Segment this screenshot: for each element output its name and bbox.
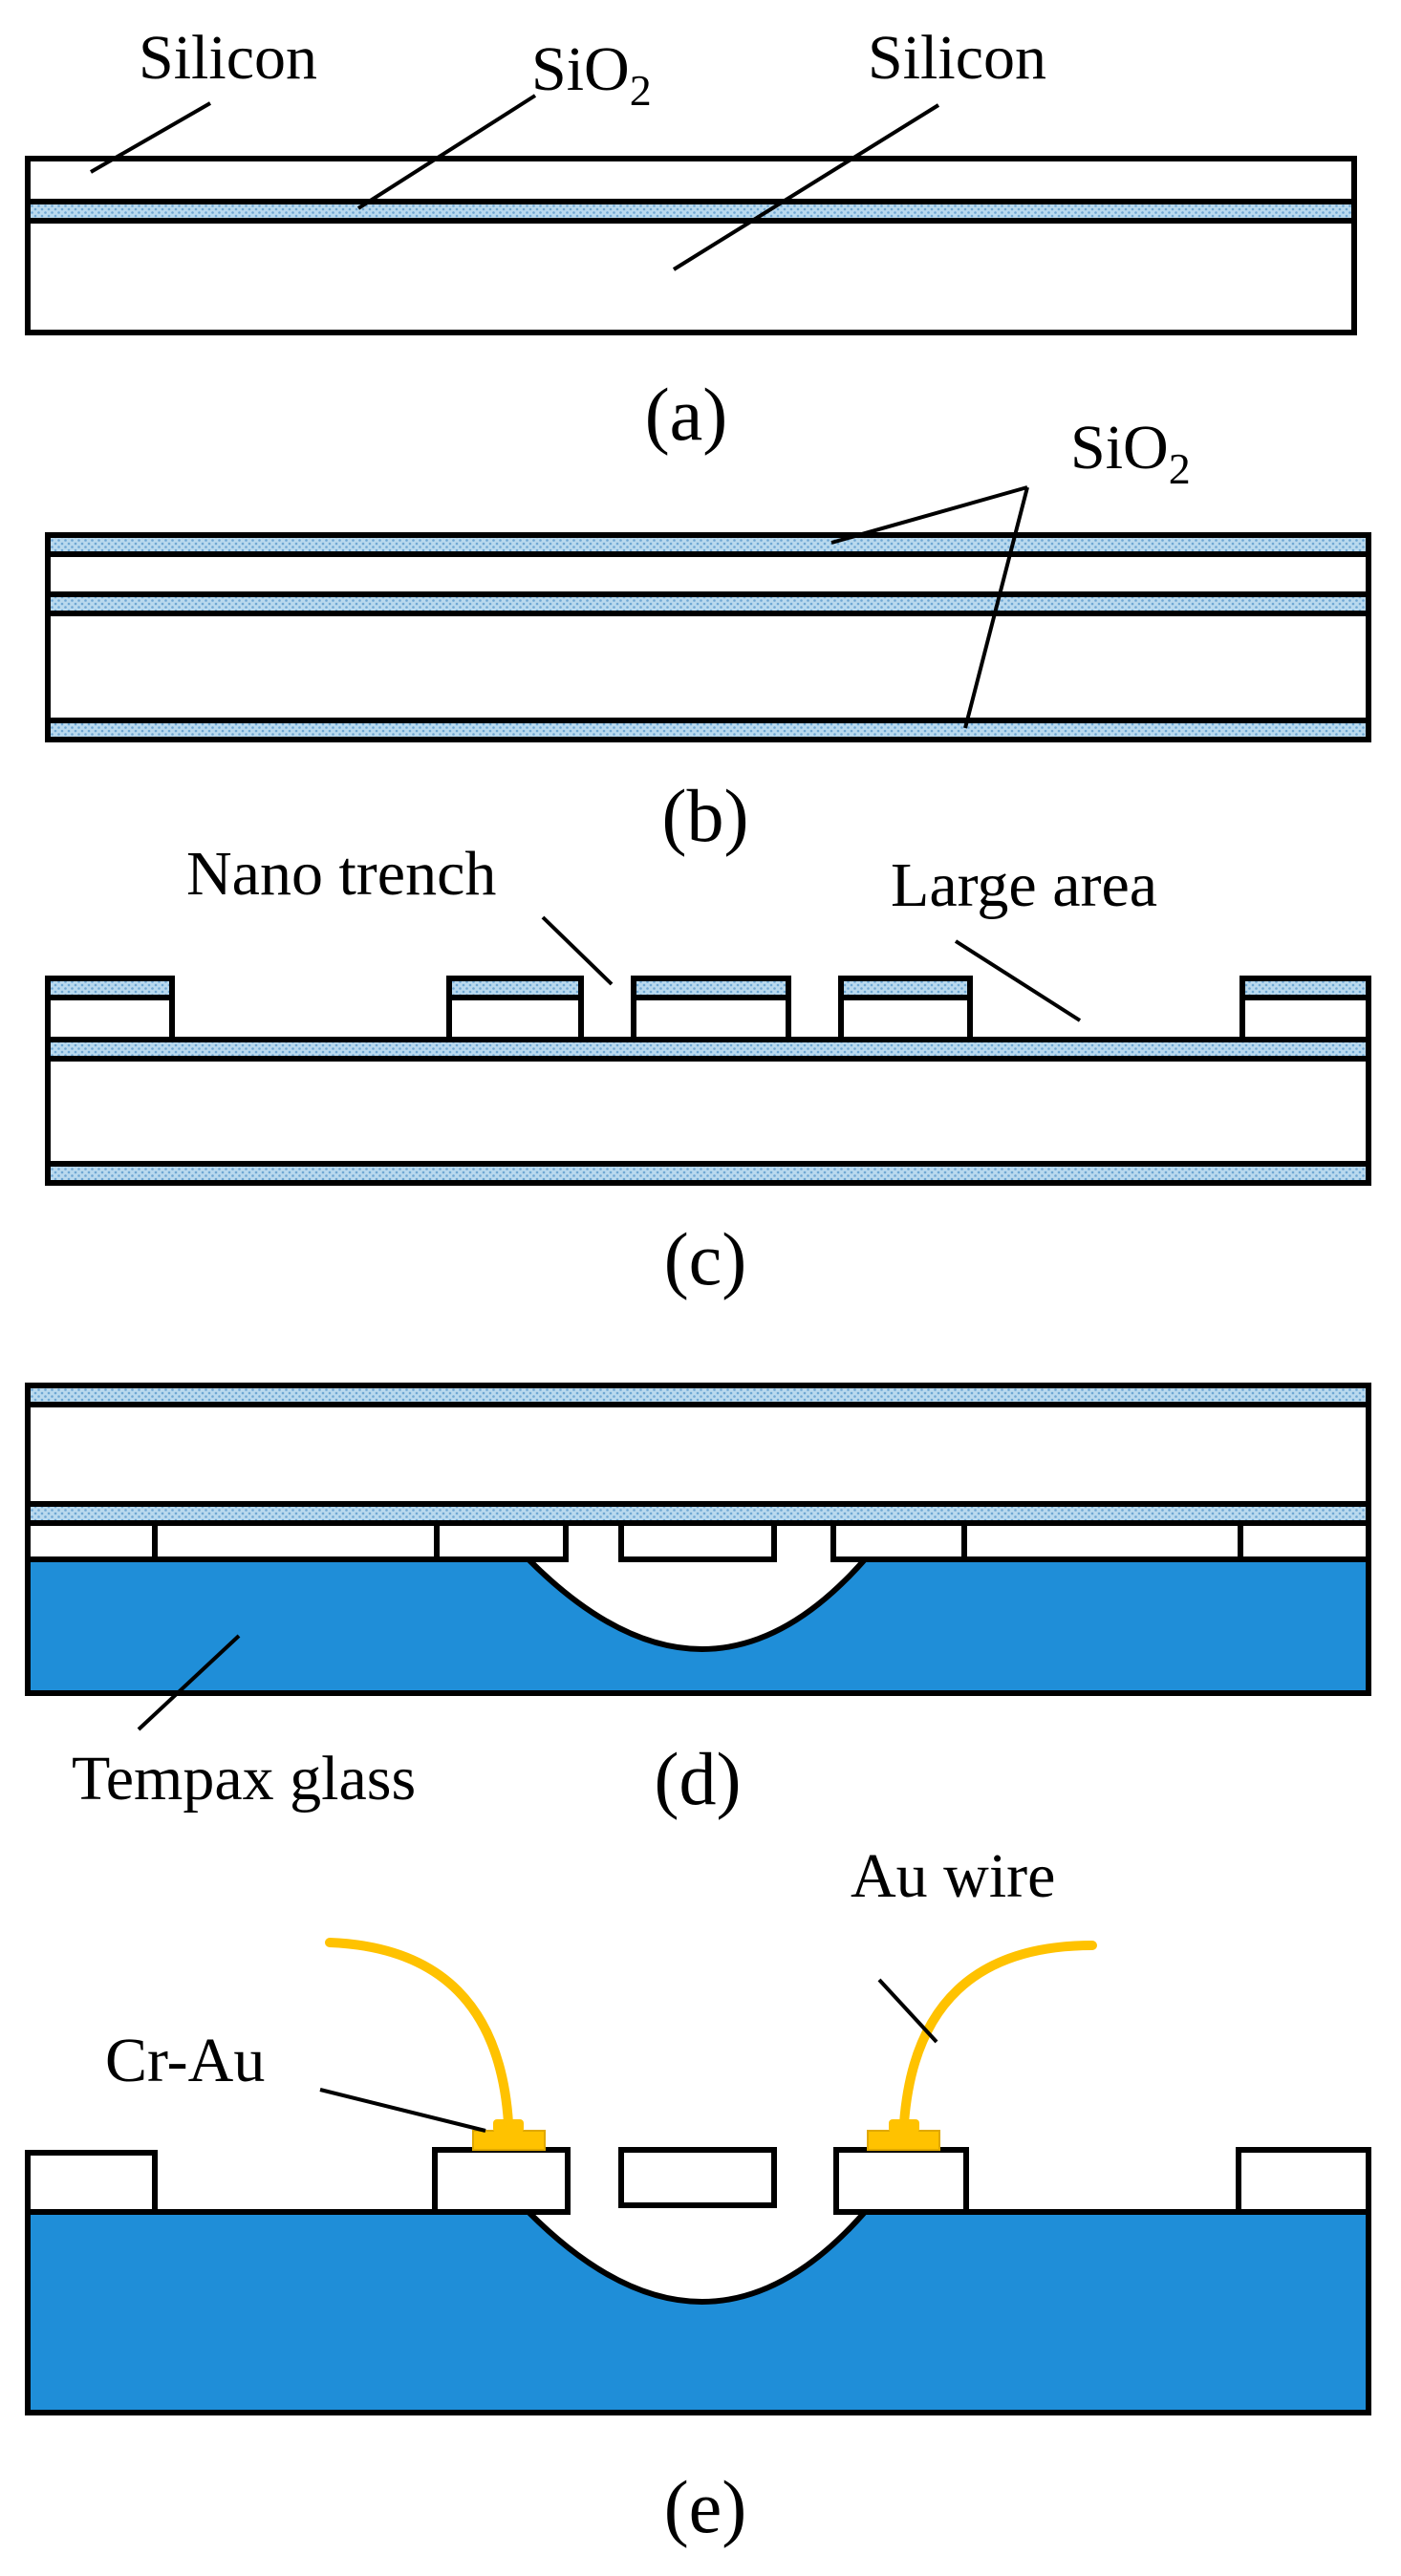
bottom-oxide-c [45, 1161, 1371, 1186]
caption-c: (c) [664, 1217, 747, 1300]
leader-cr-au [319, 2088, 486, 2133]
caption-a: (a) [645, 373, 728, 456]
leader-sio2-b-top [830, 485, 1028, 545]
label-tempax-glass: Tempax glass [72, 1744, 416, 1814]
leader-silicon-top-a [90, 101, 211, 174]
leader-tempax-glass [137, 1634, 241, 1731]
label-large-area: Large area [891, 850, 1157, 920]
panel-c: Nano trench Large area (c) [45, 839, 1371, 1300]
handle-silicon-d [25, 1402, 1371, 1507]
island-silicon-4 [838, 995, 973, 1042]
cr-au-pad-left [472, 2130, 546, 2151]
device-segment-d4 [618, 1520, 777, 1562]
label-silicon-bottom: Silicon [868, 23, 1046, 93]
tempax-glass-d [25, 1556, 1371, 1696]
caption-d: (d) [655, 1737, 742, 1820]
handle-silicon-c [45, 1056, 1371, 1167]
device-island-e5 [1236, 2147, 1371, 2215]
top-oxide-d [25, 1383, 1371, 1407]
label-sio2-b: SiO2 [1070, 413, 1191, 493]
caption-e: (e) [664, 2465, 747, 2548]
cr-au-pad-right [867, 2130, 940, 2151]
top-silicon-layer-a [25, 156, 1357, 204]
label-nano-trench: Nano trench [186, 839, 496, 909]
leader-silicon-bottom-a [672, 103, 940, 271]
device-segment-d6 [961, 1520, 1243, 1562]
bottom-silicon-layer-a [25, 218, 1357, 335]
panel-e: Au wire Cr-Au (e) [25, 1841, 1371, 2548]
label-sio2-a: SiO2 [531, 34, 652, 115]
top-silicon-b [45, 551, 1371, 597]
panel-d: Tempax glass (d) [25, 1383, 1371, 1820]
island-silicon-5 [1239, 995, 1371, 1042]
leader-sio2-b-bottom [963, 486, 1029, 729]
label-cr-au: Cr-Au [105, 2026, 265, 2095]
caption-b: (b) [662, 774, 749, 857]
leader-nano-trench [541, 915, 614, 986]
device-island-e2 [432, 2147, 571, 2215]
au-wire-left [325, 1938, 513, 2128]
device-island-e1 [25, 2150, 158, 2215]
device-segment-d2 [152, 1520, 440, 1562]
bottom-oxide-b [45, 718, 1371, 742]
tempax-glass-e [25, 2209, 1371, 2415]
leader-sio2-a [356, 94, 537, 210]
label-silicon-top: Silicon [139, 23, 317, 93]
bottom-silicon-b [45, 611, 1371, 723]
device-island-e3 [618, 2147, 777, 2208]
device-segment-d3 [434, 1520, 569, 1562]
panel-b: SiO2 (b) [45, 413, 1371, 857]
device-island-e4 [833, 2147, 969, 2215]
island-silicon-2 [446, 995, 584, 1042]
au-wire-right [899, 1941, 1097, 2128]
device-segment-d1 [25, 1520, 158, 1562]
leader-au-wire [877, 1978, 938, 2044]
island-silicon-1 [45, 995, 175, 1042]
device-segment-d5 [830, 1520, 967, 1562]
label-au-wire: Au wire [851, 1841, 1055, 1911]
device-segment-d7 [1238, 1520, 1371, 1562]
leader-large-area [954, 939, 1082, 1022]
panel-a: Silicon SiO2 Silicon (a) [25, 23, 1357, 456]
island-silicon-3 [631, 995, 791, 1042]
